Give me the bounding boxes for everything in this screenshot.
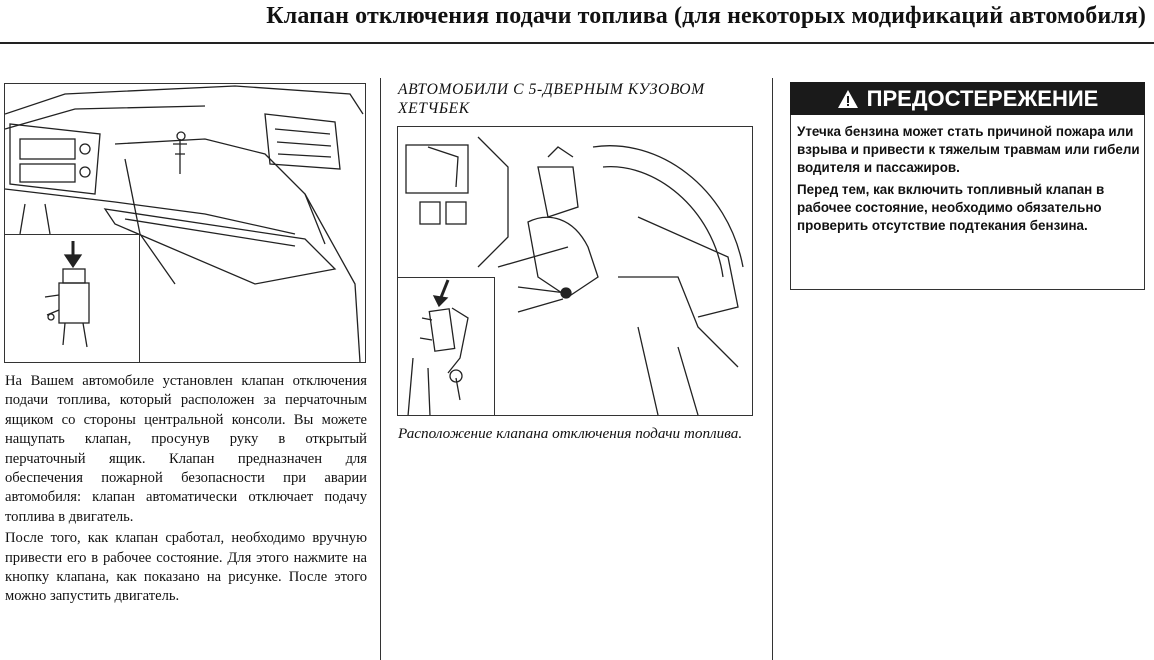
hatchback-heading: АВТОМОБИЛИ С 5-ДВЕРНЫМ КУЗОВОМ ХЕТЧБЕК bbox=[398, 81, 705, 117]
warning-heading: ПРЕДОСТЕРЕЖЕНИЕ bbox=[790, 82, 1145, 115]
description-text: На Вашем автомобиле установлен клапан от… bbox=[5, 372, 367, 609]
title-divider bbox=[0, 42, 1154, 44]
warning-paragraph-2: Перед тем, как включить топливный клапан… bbox=[797, 182, 1105, 233]
warning-triangle-icon bbox=[837, 89, 859, 109]
description-paragraph-2: После того, как клапан сработал, необход… bbox=[5, 530, 367, 605]
page-title: Клапан отключения подачи топлива (для не… bbox=[266, 3, 1146, 29]
warning-text: Утечка бензина может стать причиной пожа… bbox=[797, 123, 1141, 239]
description-paragraph-1: На Вашем автомобиле установлен клапан от… bbox=[5, 373, 367, 525]
glovebox-illustration bbox=[4, 83, 366, 363]
valve-detail-inset-2 bbox=[398, 277, 495, 415]
warning-heading-text: ПРЕДОСТЕРЕЖЕНИЕ bbox=[866, 85, 1099, 111]
warning-paragraph-1: Утечка бензина может стать причиной пожа… bbox=[797, 124, 1140, 175]
steering-column-illustration bbox=[397, 126, 753, 416]
column-divider-right bbox=[772, 78, 773, 660]
figure-caption: Расположение клапана отключения подачи т… bbox=[398, 425, 743, 442]
warning-box bbox=[790, 115, 1145, 290]
column-divider-left bbox=[380, 78, 381, 660]
valve-detail-inset bbox=[5, 234, 140, 362]
